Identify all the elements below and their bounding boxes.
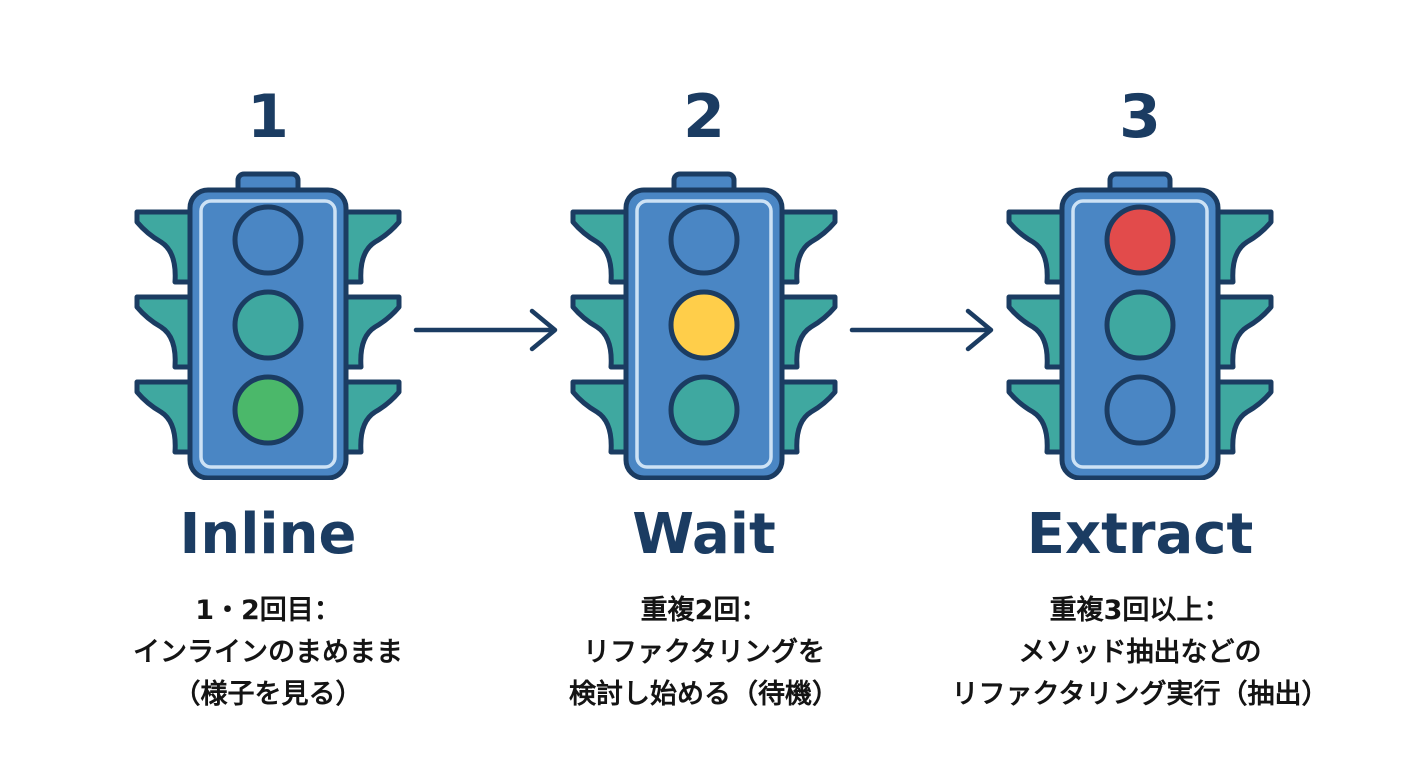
light-inner-panel	[1071, 199, 1209, 469]
step-description-line: インラインのまめまま	[133, 637, 403, 668]
step-description-line: （様子を見る）	[173, 679, 363, 710]
arrow-right-icon	[413, 308, 558, 352]
step-description-line: リファクタリングを	[583, 637, 825, 668]
step-3: 3 Extract 重複3回以上： メソッド抽出などの リファクタリング実行（抽…	[930, 0, 1350, 768]
traffic-light-icon	[570, 171, 838, 480]
visor-right	[330, 209, 402, 285]
step-label: Wait	[632, 502, 776, 567]
step-description-line: 重複3回以上：	[1049, 595, 1231, 626]
visor-left	[134, 379, 206, 455]
lamp	[232, 289, 304, 361]
visor-left	[570, 209, 642, 285]
visor-left	[570, 294, 642, 370]
visor-right	[1202, 379, 1274, 455]
visor-left	[1006, 294, 1078, 370]
step-description: 1・2回目： インラインのまめまま （様子を見る）	[58, 590, 478, 716]
step-2: 2 Wait 重複2回： リファクタリングを 検討し始める（待機）	[494, 0, 914, 768]
light-inner-panel	[199, 199, 337, 469]
lamp	[1104, 289, 1176, 361]
step-number: 1	[247, 82, 289, 152]
traffic-light-icon	[134, 171, 402, 480]
step-description-line: メソッド抽出などの	[1018, 637, 1262, 668]
visor-left	[570, 379, 642, 455]
step-description-line: 検討し始める（待機）	[569, 679, 839, 710]
step-number: 2	[683, 82, 725, 152]
visor-left	[1006, 209, 1078, 285]
lamp	[232, 374, 304, 446]
step-description-line: 1・2回目：	[195, 595, 341, 626]
lamp	[1104, 374, 1176, 446]
lamp	[668, 204, 740, 276]
step-description: 重複3回以上： メソッド抽出などの リファクタリング実行（抽出）	[930, 590, 1350, 716]
visor-left	[134, 294, 206, 370]
step-1: 1 Inline 1・2回目： インラインのまめまま （様子を見る）	[58, 0, 478, 768]
step-description: 重複2回： リファクタリングを 検討し始める（待機）	[494, 590, 914, 716]
visor-left	[134, 209, 206, 285]
arrow-right-icon	[849, 308, 994, 352]
step-label: Inline	[179, 502, 357, 567]
step-description-line: 重複2回：	[640, 595, 768, 626]
step-description-line: リファクタリング実行（抽出）	[951, 679, 1329, 710]
light-inner-panel	[635, 199, 773, 469]
visor-right	[766, 294, 838, 370]
visor-right	[330, 294, 402, 370]
visor-left	[1006, 379, 1078, 455]
visor-right	[766, 209, 838, 285]
visor-right	[1202, 209, 1274, 285]
lamp	[668, 374, 740, 446]
visor-right	[330, 379, 402, 455]
step-number: 3	[1119, 82, 1161, 152]
lamp	[1104, 204, 1176, 276]
lamp	[232, 204, 304, 276]
lamp	[668, 289, 740, 361]
step-label: Extract	[1026, 502, 1254, 567]
visor-right	[1202, 294, 1274, 370]
traffic-light-icon	[1006, 171, 1274, 480]
visor-right	[766, 379, 838, 455]
